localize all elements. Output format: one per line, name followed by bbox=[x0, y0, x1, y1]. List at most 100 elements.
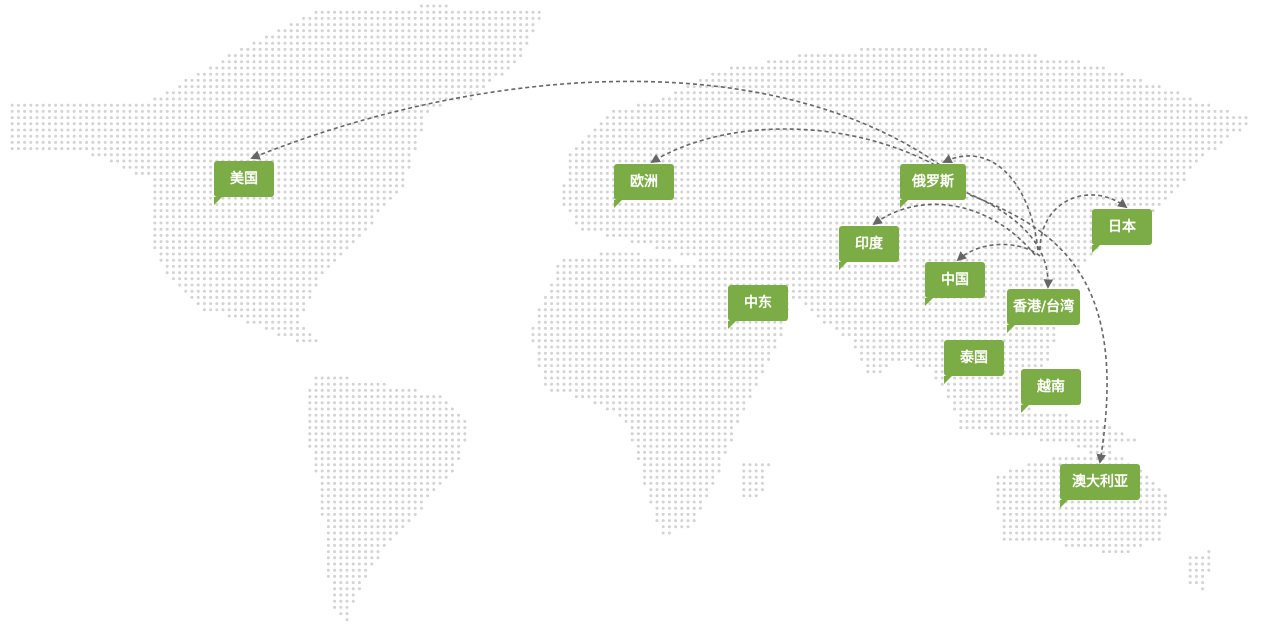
map-dot bbox=[847, 54, 851, 58]
map-dot bbox=[252, 60, 256, 64]
map-dot bbox=[450, 16, 454, 20]
map-dot bbox=[506, 29, 510, 33]
map-dot bbox=[1064, 60, 1068, 64]
map-dot bbox=[364, 35, 368, 39]
map-dot bbox=[376, 54, 380, 58]
map-dot bbox=[444, 41, 448, 45]
map-dot bbox=[432, 23, 436, 27]
map-dot bbox=[1070, 60, 1074, 64]
map-dot bbox=[475, 60, 479, 64]
map-dot bbox=[426, 60, 430, 64]
map-dot bbox=[333, 16, 337, 20]
map-dot bbox=[481, 23, 485, 27]
map-dot bbox=[1077, 60, 1081, 64]
map-dot bbox=[357, 23, 361, 27]
map-dot bbox=[271, 47, 275, 51]
map-dot bbox=[227, 60, 231, 64]
map-dot bbox=[444, 60, 448, 64]
map-dot bbox=[271, 41, 275, 45]
map-dot bbox=[481, 35, 485, 39]
map-dot bbox=[922, 47, 926, 51]
map-dot bbox=[271, 35, 275, 39]
map-dot bbox=[407, 66, 411, 70]
map-dot bbox=[940, 54, 944, 58]
map-dot bbox=[810, 54, 814, 58]
map-dot bbox=[382, 35, 386, 39]
map-dot bbox=[314, 29, 318, 33]
map-dot bbox=[271, 54, 275, 58]
map-dot bbox=[1033, 60, 1037, 64]
map-dot bbox=[395, 35, 399, 39]
map-dot bbox=[506, 10, 510, 14]
map-dot bbox=[432, 66, 436, 70]
map-dot bbox=[469, 10, 473, 14]
map-dot bbox=[860, 54, 864, 58]
map-dot bbox=[475, 10, 479, 14]
map-dot bbox=[835, 60, 839, 64]
map-dot bbox=[878, 47, 882, 51]
map-dot bbox=[351, 47, 355, 51]
map-dot bbox=[258, 66, 262, 70]
map-dot bbox=[382, 66, 386, 70]
map-dot bbox=[401, 35, 405, 39]
map-dot bbox=[450, 66, 454, 70]
map-dot bbox=[345, 47, 349, 51]
map-dot bbox=[438, 66, 442, 70]
map-dot bbox=[401, 10, 405, 14]
map-dot bbox=[246, 66, 250, 70]
map-dot bbox=[469, 35, 473, 39]
map-dot bbox=[767, 60, 771, 64]
map-dot bbox=[531, 29, 535, 33]
map-dot bbox=[494, 47, 498, 51]
map-dot bbox=[395, 16, 399, 20]
map-dot bbox=[481, 41, 485, 45]
map-dot bbox=[376, 10, 380, 14]
map-dot bbox=[426, 47, 430, 51]
map-dot bbox=[512, 54, 516, 58]
map-dot bbox=[506, 41, 510, 45]
map-dot bbox=[339, 47, 343, 51]
map-dot bbox=[779, 60, 783, 64]
map-dot bbox=[426, 29, 430, 33]
map-dot bbox=[903, 54, 907, 58]
map-dot bbox=[953, 54, 957, 58]
map-dot bbox=[407, 60, 411, 64]
map-dot bbox=[457, 23, 461, 27]
map-dot bbox=[345, 66, 349, 70]
map-dot bbox=[971, 60, 975, 64]
map-dot bbox=[320, 29, 324, 33]
map-dot bbox=[1002, 54, 1006, 58]
map-dot bbox=[984, 60, 988, 64]
map-dot bbox=[444, 16, 448, 20]
map-dot bbox=[376, 66, 380, 70]
map-dot bbox=[364, 47, 368, 51]
map-dot bbox=[308, 29, 312, 33]
map-dot bbox=[791, 60, 795, 64]
map-dot bbox=[302, 54, 306, 58]
map-dot bbox=[289, 66, 293, 70]
map-dot bbox=[388, 66, 392, 70]
map-dot bbox=[264, 47, 268, 51]
map-dot bbox=[419, 29, 423, 33]
map-dot bbox=[289, 29, 293, 33]
map-dot bbox=[829, 60, 833, 64]
map-dot bbox=[376, 41, 380, 45]
map-dot bbox=[388, 23, 392, 27]
map-dot bbox=[438, 47, 442, 51]
map-dot bbox=[872, 54, 876, 58]
map-dot bbox=[419, 23, 423, 27]
map-dot bbox=[444, 47, 448, 51]
map-dot bbox=[308, 35, 312, 39]
map-dot bbox=[314, 47, 318, 51]
map-dot bbox=[1033, 54, 1037, 58]
map-dot bbox=[928, 47, 932, 51]
map-dot bbox=[326, 35, 330, 39]
map-dot bbox=[438, 4, 442, 8]
map-dot bbox=[773, 60, 777, 64]
map-dot bbox=[481, 10, 485, 14]
map-dot bbox=[506, 23, 510, 27]
map-dot bbox=[494, 35, 498, 39]
map-dot bbox=[500, 29, 504, 33]
map-dot bbox=[308, 60, 312, 64]
map-dot bbox=[395, 41, 399, 45]
